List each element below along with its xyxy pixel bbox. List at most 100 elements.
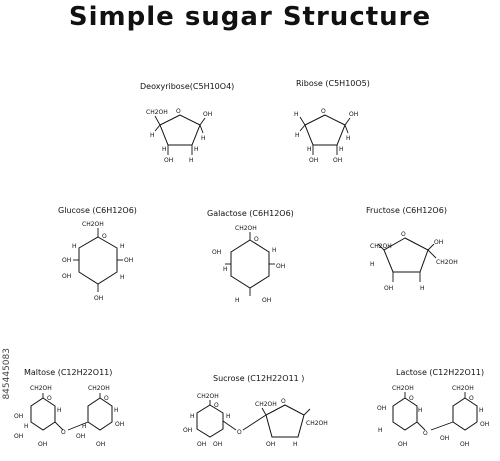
glucose-oh-4: OH <box>94 295 103 302</box>
ribose-oh-2: OH <box>309 157 318 164</box>
galactose-h-2: H <box>223 266 228 273</box>
galactose-h-1: H <box>272 247 277 254</box>
glucose-h-1: H <box>72 243 77 250</box>
lactose-h-2: H <box>479 407 484 414</box>
deoxyribose-oh-1: OH <box>203 111 212 118</box>
deoxyribose-h-1: H <box>201 135 206 142</box>
galactose-oh-2: OH <box>276 263 285 270</box>
maltose-oh-2: OH <box>14 433 23 440</box>
page-title: Simple sugar Structure <box>68 2 432 32</box>
maltose-oh-1: OH <box>14 413 23 420</box>
lactose-oh-3: OH <box>440 435 449 442</box>
maltose-h-3: H <box>114 407 119 414</box>
maltose-ring-oxygen-1: O <box>47 395 52 402</box>
sucrose-oh-4: OH <box>266 441 275 448</box>
deoxyribose-h-2: H <box>150 132 155 139</box>
galactose-ch2oh: CH2OH <box>235 225 257 232</box>
maltose-name: Maltose (C12H22O11) <box>24 368 113 377</box>
sucrose-structure: CH2OH CH2OH O O O OH OH OH OH H CH2OH H … <box>183 393 328 448</box>
glucose-oh-1: OH <box>62 257 71 264</box>
lactose-ch2oh-2: CH2OH <box>452 385 474 392</box>
fructose-oh-1: OH <box>434 239 443 246</box>
maltose-oh-3: OH <box>38 441 47 448</box>
deoxyribose-h-3: H <box>162 146 167 153</box>
ribose-oh-1: OH <box>349 111 358 118</box>
deoxyribose-structure: O CH2OH OH H H H H OH H <box>146 108 212 164</box>
sucrose-ch2oh-1: CH2OH <box>197 393 219 400</box>
fructose-h-1: H <box>370 261 375 268</box>
ribose-ring-oxygen: O <box>321 108 326 115</box>
ribose-h-1: H <box>294 111 299 118</box>
fructose-ch2oh-2: CH2OH <box>436 259 458 266</box>
sucrose-h-3: H <box>226 413 231 420</box>
lactose-ring-oxygen-2: O <box>469 395 474 402</box>
sucrose-oh-1: OH <box>183 427 192 434</box>
galactose-h-3: H <box>235 297 240 304</box>
glucose-oh-3: OH <box>62 273 71 280</box>
lactose-h-3: H <box>418 407 423 414</box>
maltose-ch2oh-2: CH2OH <box>88 385 110 392</box>
maltose-oh-5: OH <box>96 441 105 448</box>
ribose-h-5: H <box>339 146 344 153</box>
galactose-oh-3: OH <box>262 297 271 304</box>
glucose-oh-2: OH <box>124 257 133 264</box>
lactose-h-1: H <box>378 427 383 434</box>
glucose-name: Glucose (C6H12O6) <box>58 206 137 215</box>
glucose-h-3: H <box>120 274 125 281</box>
fructose-name: Fructose (C6H12O6) <box>366 206 447 215</box>
lactose-oh-1: OH <box>377 405 386 412</box>
galactose-structure: O CH2OH OH H H OH OH H <box>212 225 285 304</box>
ribose-h-4: H <box>307 146 312 153</box>
deoxyribose-ch2oh: CH2OH <box>146 109 168 116</box>
fructose-ring-oxygen: O <box>401 231 406 238</box>
fructose-oh-2: OH <box>384 285 393 292</box>
sucrose-ring-oxygen-1: O <box>214 402 219 409</box>
sucrose-link-oxygen: O <box>237 429 242 436</box>
galactose-ring-oxygen: O <box>254 236 259 243</box>
ribose-name: Ribose (C5H10O5) <box>296 79 370 88</box>
ribose-h-2: H <box>346 135 351 142</box>
deoxyribose-ring-oxygen: O <box>176 108 181 115</box>
sucrose-h-1: H <box>293 441 298 448</box>
glucose-ring-oxygen: O <box>102 233 107 240</box>
lactose-name: Lactose (C12H22O11) <box>396 368 485 377</box>
sucrose-ch2oh-2: CH2OH <box>255 401 277 408</box>
sucrose-oh-2: OH <box>197 441 206 448</box>
maltose-oh-4: OH <box>76 433 85 440</box>
fructose-structure: O CH2OH OH CH2OH H OH H <box>370 231 458 292</box>
fructose-ch2oh-1: CH2OH <box>370 243 392 250</box>
maltose-ring-oxygen-2: O <box>104 395 109 402</box>
sucrose-h-2: H <box>190 413 195 420</box>
lactose-oh-5: OH <box>480 421 489 428</box>
galactose-name: Galactose (C6H12O6) <box>207 209 294 218</box>
lactose-ring-oxygen-1: O <box>409 395 414 402</box>
sucrose-ch2oh-3: CH2OH <box>306 420 328 427</box>
deoxyribose-name: Deoxyribose(C5H10O4) <box>140 82 235 91</box>
galactose-oh-1: OH <box>212 249 221 256</box>
glucose-structure: O CH2OH H H OH OH OH H OH <box>62 221 133 302</box>
sucrose-ring-oxygen-2: O <box>281 398 286 405</box>
lactose-oh-2: OH <box>398 441 407 448</box>
ribose-h-3: H <box>295 132 300 139</box>
fructose-h-2: H <box>420 285 425 292</box>
lactose-structure: CH2OH CH2OH O O O OH H OH OH OH OH H H <box>377 385 489 448</box>
deoxyribose-oh-2: OH <box>164 157 173 164</box>
ribose-oh-3: OH <box>333 157 342 164</box>
lactose-oh-4: OH <box>460 441 469 448</box>
maltose-h-2: H <box>82 423 87 430</box>
deoxyribose-h-4: H <box>194 146 199 153</box>
maltose-oh-6: OH <box>115 421 124 428</box>
deoxyribose-h-5: H <box>189 157 194 164</box>
maltose-h-4: H <box>57 407 62 414</box>
lactose-ch2oh-1: CH2OH <box>392 385 414 392</box>
maltose-ch2oh-1: CH2OH <box>30 385 52 392</box>
ribose-structure: O H OH H H H H OH OH <box>294 108 358 164</box>
sucrose-name: Sucrose (C12H22O11 ) <box>213 374 305 383</box>
maltose-link-oxygen: O <box>61 429 66 436</box>
sucrose-oh-3: OH <box>213 441 222 448</box>
glucose-ch2oh: CH2OH <box>82 221 104 228</box>
maltose-structure: CH2OH CH2OH O O O OH OH OH OH OH OH H H … <box>14 385 124 448</box>
lactose-link-oxygen: O <box>423 430 428 437</box>
maltose-h-1: H <box>24 423 29 430</box>
